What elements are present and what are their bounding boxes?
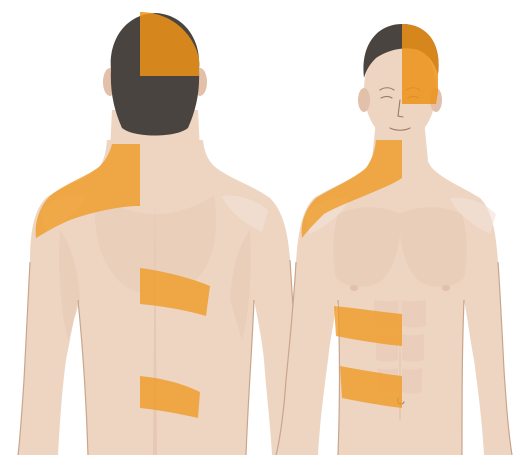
front-view-figure: [276, 24, 512, 455]
front-head-highlight: [402, 24, 439, 104]
back-view-figure: [18, 12, 310, 455]
back-head-highlight: [140, 12, 199, 76]
front-torso: [276, 140, 512, 455]
